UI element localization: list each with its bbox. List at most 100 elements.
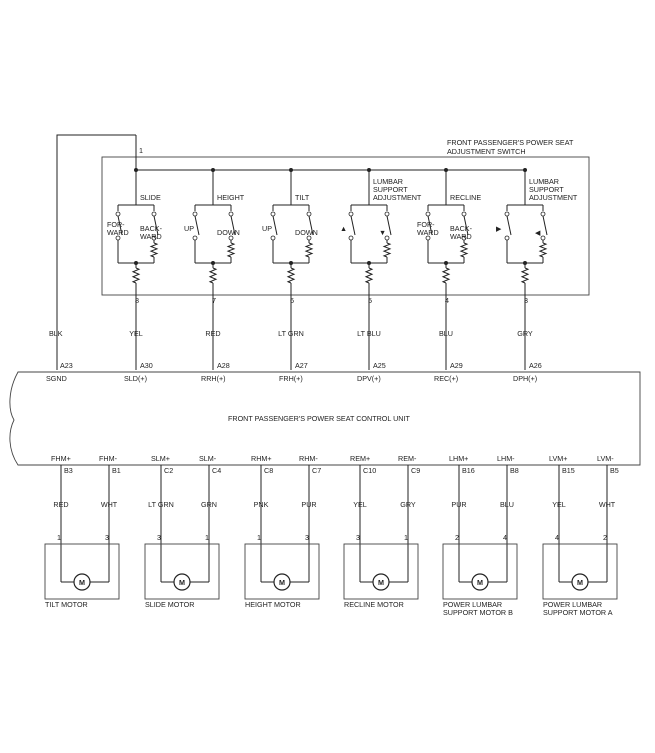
switch-contact xyxy=(540,235,546,241)
switch-left-label: WARD xyxy=(107,228,129,237)
switch-contact xyxy=(348,211,354,217)
switch-blade xyxy=(194,215,200,236)
motor-signal: LHM- xyxy=(497,454,515,463)
switch-blade xyxy=(506,215,512,236)
switch-left-label: UP xyxy=(184,224,194,233)
switch-title-line: ADJUSTMENT SWITCH xyxy=(447,147,526,156)
motor-symbol-label: M xyxy=(79,578,85,587)
motor-pin: 1 xyxy=(404,533,408,542)
wire-color: GRY xyxy=(517,329,533,338)
switch-blade xyxy=(386,215,392,236)
motor-name: SUPPORT MOTOR A xyxy=(543,608,613,617)
switch-right-label: WARD xyxy=(140,232,162,241)
switch-name: ADJUSTMENT xyxy=(529,193,578,202)
motor-ecu-pin: B1 xyxy=(112,466,121,475)
switch-name: HEIGHT xyxy=(217,193,245,202)
switch-title-line: FRONT PASSENGER'S POWER SEAT xyxy=(447,138,574,147)
switch-pin: 7 xyxy=(212,296,216,305)
switch-name: TILT xyxy=(295,193,310,202)
output-resistor xyxy=(364,267,374,284)
motor-wire-color: GRN xyxy=(201,500,217,509)
motor-ecu-pin: B16 xyxy=(462,466,475,475)
wire-color: LT GRN xyxy=(278,329,304,338)
ecu-signal: SLD(+) xyxy=(124,374,147,383)
ecu-pin: A27 xyxy=(295,361,308,370)
motor-pin: 3 xyxy=(356,533,360,542)
motor-ecu-pin: C4 xyxy=(212,466,221,475)
switch-left-label: FOR- xyxy=(107,220,125,229)
motor-symbol xyxy=(571,573,589,591)
switch-contact xyxy=(228,211,234,217)
ecu-pin: A26 xyxy=(529,361,542,370)
motor-symbol-label: M xyxy=(179,578,185,587)
motor-signal: SLM+ xyxy=(151,454,170,463)
switch-blade xyxy=(427,215,433,236)
ecu-box xyxy=(9,371,641,466)
switch-contact xyxy=(192,211,198,217)
switch-name: RECLINE xyxy=(450,193,481,202)
switch-right-label: ▼ xyxy=(379,228,386,237)
switch-resistor xyxy=(149,242,159,258)
switch-pin: 4 xyxy=(445,296,449,305)
output-resistor xyxy=(131,267,141,284)
switch-contact xyxy=(306,211,312,217)
switch-blade xyxy=(117,215,123,236)
switch-blade xyxy=(272,215,278,236)
switch-right-label: DOWN xyxy=(295,228,318,237)
motor-wire-color: WHT xyxy=(101,500,118,509)
switch-left-label: ▶ xyxy=(496,224,502,233)
ecu-pin: A28 xyxy=(217,361,230,370)
motor-name: HEIGHT MOTOR xyxy=(245,600,301,609)
motor-box xyxy=(542,543,618,600)
motor-symbol-label: M xyxy=(378,578,384,587)
motor-signal: RHM+ xyxy=(251,454,272,463)
switch-blade xyxy=(350,215,356,236)
switch-box xyxy=(101,156,590,296)
switch-right-label: BACK- xyxy=(140,224,163,233)
switch-blade xyxy=(153,215,159,236)
switch-contact xyxy=(151,211,157,217)
motor-symbol xyxy=(471,573,489,591)
switch-left-label: ▲ xyxy=(340,224,347,233)
motor-box xyxy=(244,543,320,600)
switch-contact xyxy=(192,235,198,241)
switch-contact xyxy=(461,211,467,217)
switch-resistor xyxy=(382,242,392,258)
motor-symbol-label: M xyxy=(477,578,483,587)
switch-contact xyxy=(504,235,510,241)
motor-wire-color: PUR xyxy=(451,500,466,509)
motor-pin: 1 xyxy=(205,533,209,542)
switch-left-label: FOR- xyxy=(417,220,435,229)
motor-name: POWER LUMBAR xyxy=(443,600,502,609)
motor-signal: LVM+ xyxy=(549,454,567,463)
motor-wire-color: YEL xyxy=(552,500,566,509)
motor-name: POWER LUMBAR xyxy=(543,600,602,609)
common-pin-label: 1 xyxy=(139,146,143,155)
motor-box xyxy=(44,543,120,600)
motor-box xyxy=(343,543,419,600)
motor-ecu-pin: B5 xyxy=(610,466,619,475)
switch-resistor xyxy=(304,242,314,258)
switch-name: SUPPORT xyxy=(529,185,564,194)
switch-blade xyxy=(542,215,548,236)
motor-box xyxy=(442,543,518,600)
motor-wire-color: YEL xyxy=(353,500,367,509)
wire-color: LT BLU xyxy=(357,329,381,338)
motor-symbol xyxy=(372,573,390,591)
motor-symbol xyxy=(273,573,291,591)
ground-ecu-pin: A23 xyxy=(60,361,73,370)
switch-resistor xyxy=(226,242,236,258)
motor-wire-color: LT GRN xyxy=(148,500,174,509)
motor-name: SUPPORT MOTOR B xyxy=(443,608,513,617)
motor-ecu-pin: C8 xyxy=(264,466,273,475)
ground-signal: SGND xyxy=(46,374,67,383)
switch-contact xyxy=(270,211,276,217)
motor-pin: 2 xyxy=(603,533,607,542)
switch-left-label: WARD xyxy=(417,228,439,237)
